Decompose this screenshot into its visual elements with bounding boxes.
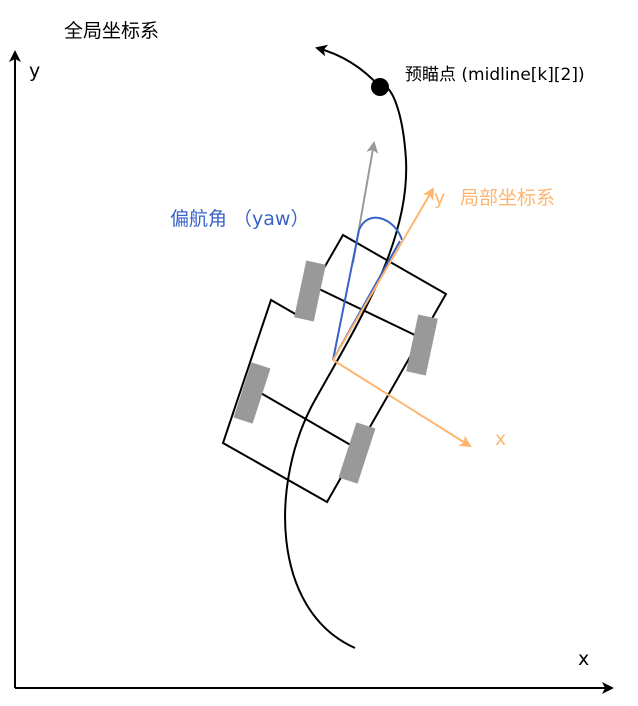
vehicle-front-axle (316, 287, 422, 339)
vehicle-body-outline (221, 233, 448, 504)
wheel-rear-left (233, 362, 271, 424)
lookahead-point (371, 78, 389, 96)
yaw-arc (358, 216, 403, 241)
local-axes (332, 187, 472, 448)
vehicle-rear-axle (258, 391, 362, 452)
lookahead-point-label: 预瞄点 (midline[k][2]) (405, 65, 585, 85)
global-x-label: x (578, 648, 589, 670)
wheel-rear-right (338, 422, 376, 484)
vehicle (221, 233, 448, 504)
local-y-label: y (434, 187, 445, 209)
yaw-line-heading (332, 229, 360, 361)
local-x-label: x (495, 428, 506, 450)
wheel-front-left (294, 260, 326, 322)
yaw-angle-marker (332, 216, 403, 361)
yaw-label: 偏航角 （yaw） (170, 208, 309, 230)
local-y-axis (332, 187, 435, 361)
path-continuation-arrow (315, 44, 381, 88)
local-frame-label: 局部坐标系 (460, 187, 555, 209)
global-y-label: y (29, 60, 40, 82)
reference-path (284, 84, 408, 649)
local-x-axis (332, 359, 472, 448)
wheel-front-right (406, 314, 438, 376)
global-frame-label: 全局坐标系 (64, 20, 159, 42)
global-axes (9, 50, 614, 694)
